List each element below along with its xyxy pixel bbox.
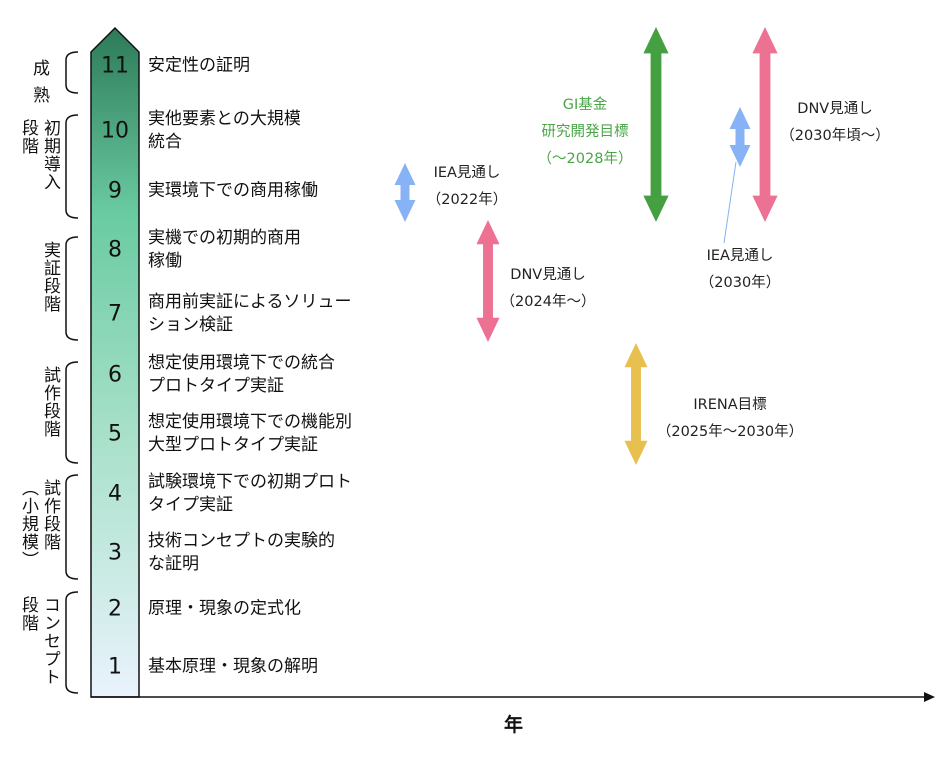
annotation-line: GI基金 — [562, 97, 608, 113]
stage-bracket — [65, 591, 79, 694]
annotation-line: （～2028年） — [537, 151, 633, 167]
trl-level-number: 8 — [108, 237, 122, 263]
annotation-line: （2030年頃～） — [780, 128, 890, 144]
iea-2030-leader-line — [723, 161, 737, 244]
stage-label: 成熟 — [33, 54, 50, 106]
stage-label: 実証段階 — [40, 241, 60, 313]
stage-bracket — [65, 51, 79, 94]
annotation-line: IRENA目標 — [693, 397, 767, 413]
stage-label-text: 実証段階 — [40, 241, 60, 313]
stage-label-text: 段階 — [18, 596, 38, 632]
stage-label-text: 段階 — [18, 119, 38, 155]
stage-label-text: コンセプト — [40, 596, 60, 686]
stage-label-text: 試作段階 — [40, 479, 60, 551]
trl-level-description: 試験環境下での初期プロト タイプ実証 — [148, 472, 352, 515]
annotation-line: （2030年） — [699, 275, 781, 291]
trl-column-arrow — [90, 26, 140, 698]
stage-bracket — [65, 236, 79, 341]
x-axis-arrowhead-icon — [924, 692, 935, 702]
trl-level-description: 想定使用環境下での機能別 大型プロトタイプ実証 — [148, 412, 352, 455]
trl-level-number: 4 — [108, 481, 122, 507]
trl-level-description: 想定使用環境下での統合 プロトタイプ実証 — [148, 353, 335, 396]
stage-label: コンセプト段階 — [18, 596, 60, 686]
stage-label-text: 試作段階 — [40, 366, 60, 438]
trl-level-description: 基本原理・現象の解明 — [148, 656, 318, 677]
x-axis-label: 年 — [504, 714, 524, 736]
annotation-line: 研究開発目標 — [541, 124, 629, 140]
iea-2030-label: IEA見通し （2030年） — [700, 243, 780, 297]
trl-level-number: 10 — [101, 118, 129, 144]
trl-level-number: 7 — [108, 301, 122, 327]
gi-fund-2028-double-arrow-icon — [643, 27, 669, 222]
dnv-2030-label: DNV見通し （2030年頃～） — [780, 96, 889, 150]
stage-bracket — [65, 361, 79, 464]
annotation-line: （2022年） — [426, 192, 508, 208]
trl-level-description: 原理・現象の定式化 — [148, 598, 301, 619]
dnv-2024-label: DNV見通し （2024年～） — [501, 262, 596, 316]
iea-2030-double-arrow-icon — [729, 107, 751, 167]
stage-bracket — [65, 114, 79, 219]
stage-label-text: 成 — [33, 59, 50, 79]
trl-level-number: 9 — [108, 178, 122, 204]
trl-level-number: 1 — [108, 654, 122, 680]
annotation-line: （2024年～） — [500, 294, 596, 310]
irena-2025-2030-double-arrow-icon — [624, 343, 648, 465]
trl-level-description: 実機での初期的商用 稼働 — [148, 228, 301, 271]
stage-label: 試作段階（小規模） — [18, 479, 60, 569]
trl-level-number: 2 — [108, 596, 122, 622]
stage-label-text: 熟 — [33, 86, 50, 106]
gi-fund-2028-label: GI基金研究開発目標 （～2028年） — [538, 92, 633, 173]
iea-2022-label: IEA見通し （2022年） — [427, 160, 507, 214]
dnv-2030-double-arrow-icon — [752, 27, 778, 222]
stage-label: 初期導入段階 — [18, 119, 60, 191]
annotation-line: IEA見通し — [706, 248, 774, 264]
stage-label: 試作段階 — [40, 366, 60, 438]
trl-level-number: 3 — [108, 540, 122, 566]
trl-level-number: 6 — [108, 362, 122, 388]
trl-level-number: 11 — [101, 53, 129, 79]
trl-level-description: 実他要素との大規模 統合 — [148, 109, 301, 152]
annotation-line: DNV見通し — [510, 267, 586, 283]
trl-level-number: 5 — [108, 421, 122, 447]
trl-level-description: 商用前実証によるソリュー ション検証 — [148, 292, 352, 335]
stage-label-text: （小規模） — [18, 479, 38, 569]
annotation-line: （2025年～2030年） — [656, 424, 804, 440]
iea-2022-double-arrow-icon — [394, 163, 416, 222]
dnv-2024-double-arrow-icon — [476, 220, 500, 342]
stage-label-text: 初期導入 — [40, 119, 60, 191]
annotation-line: IEA見通し — [433, 165, 501, 181]
annotation-line: DNV見通し — [797, 101, 873, 117]
trl-level-description: 技術コンセプトの実験的 な証明 — [148, 531, 335, 574]
irena-2025-2030-label: IRENA目標 （2025年～2030年） — [657, 392, 803, 446]
trl-level-description: 安定性の証明 — [148, 55, 250, 76]
stage-bracket — [65, 474, 79, 580]
trl-level-description: 実環境下での商用稼働 — [148, 180, 318, 201]
